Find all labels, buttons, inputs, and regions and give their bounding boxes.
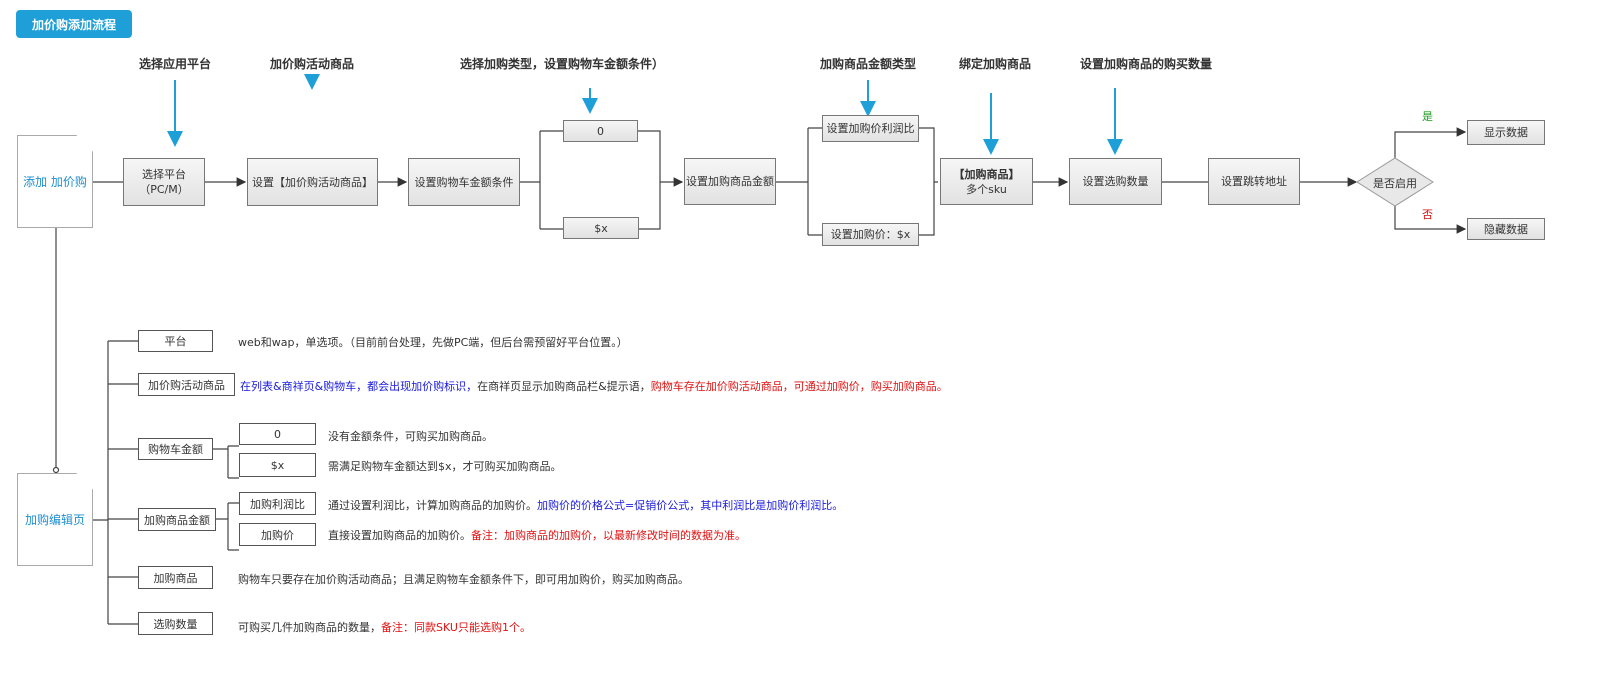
amount-ratio-box: 加购利润比 xyxy=(239,492,316,515)
amount-price-box: 加购价 xyxy=(239,523,316,546)
label-bind-goods: 绑定加购商品 xyxy=(958,57,1032,71)
hide-data-box: 隐藏数据 xyxy=(1467,218,1545,240)
decision-diamond xyxy=(1356,157,1434,207)
box-line: （PC/M） xyxy=(139,183,189,196)
desc-plain: 直接设置加购商品的加购价。 xyxy=(328,529,471,542)
start-document: 添加 加价购 xyxy=(17,135,93,228)
cond-zero-box: 0 xyxy=(563,120,638,142)
edit-goods-box: 加购商品 xyxy=(138,566,213,589)
select-platform-box: 选择平台 （PC/M） xyxy=(123,158,205,206)
desc-red: 购物车存在加价购活动商品，可通过加购价，购买加购商品。 xyxy=(650,380,948,393)
flow-title-button[interactable]: 加价购添加流程 xyxy=(16,10,132,38)
desc-red: 备注：加购商品的加购价，以最新修改时间的数据为准。 xyxy=(471,529,746,542)
box-line: 多个sku xyxy=(966,182,1007,196)
no-label: 否 xyxy=(1422,208,1433,221)
label-quantity: 设置加购商品的购买数量 xyxy=(1079,57,1213,71)
amount-ratio-desc: 通过设置利润比，计算加购商品的加购价。加购价的价格公式=促销价公式，其中利润比是… xyxy=(328,499,853,513)
set-amount-box: 设置加购商品金额 xyxy=(684,158,776,205)
edit-page-document: 加购编辑页 xyxy=(17,473,93,566)
label-activity-goods: 加价购活动商品 xyxy=(269,57,355,71)
desc-plain: 通过设置利润比，计算加购商品的加购价。 xyxy=(328,499,537,512)
set-quantity-box: 设置选购数量 xyxy=(1069,158,1162,205)
edit-cart-box: 购物车金额 xyxy=(138,438,213,460)
desc-blue: 在列表&商祥页&购物车，都会出现加价购标识， xyxy=(240,380,478,393)
edit-activity-box: 加价购活动商品 xyxy=(138,373,235,396)
price-x-box: 设置加购价：$x xyxy=(822,223,919,246)
cart-x-box: $x xyxy=(239,453,316,477)
box-line: 选择平台 xyxy=(142,168,186,181)
edit-activity-desc: 在列表&商祥页&购物车，都会出现加价购标识，在商祥页显示加购商品栏&提示语，购物… xyxy=(240,380,948,394)
label-amount-type: 加购商品金额类型 xyxy=(819,57,917,71)
yes-label: 是 xyxy=(1422,110,1433,123)
edit-amount-box: 加购商品金额 xyxy=(138,508,216,531)
cart-zero-desc: 没有金额条件，可购买加购商品。 xyxy=(328,430,493,443)
edit-platform-desc: web和wap，单选项。（目前前台处理，先做PC端，但后台需预留好平台位置。） xyxy=(238,336,628,349)
desc-plain: 可购买几件加购商品的数量， xyxy=(238,621,381,634)
cart-x-desc: 需满足购物车金额达到$x，才可购买加购商品。 xyxy=(328,460,562,473)
box-line: 【加购商品】 xyxy=(953,167,1020,181)
cart-zero-box: 0 xyxy=(239,423,316,445)
edit-platform-box: 平台 xyxy=(138,330,213,352)
cond-x-box: $x xyxy=(563,217,639,239)
profit-ratio-box: 设置加购价利润比 xyxy=(822,115,919,142)
show-data-box: 显示数据 xyxy=(1467,120,1545,145)
edit-quantity-box: 选购数量 xyxy=(138,612,213,635)
bind-goods-box: 【加购商品】多个sku xyxy=(940,158,1033,205)
amount-price-desc: 直接设置加购商品的加购价。备注：加购商品的加购价，以最新修改时间的数据为准。 xyxy=(328,529,746,543)
desc-red: 备注：同款SKU只能选购1个。 xyxy=(381,621,531,634)
edit-goods-desc: 购物车只要存在加价购活动商品；且满足购物车金额条件下，即可用加购价，购买加购商品… xyxy=(238,573,689,586)
desc-blue: 加购价的价格公式=促销价公式，其中利润比是加购价利润比。 xyxy=(537,499,844,512)
desc-plain: 在商祥页显示加购商品栏&提示语， xyxy=(477,380,651,393)
label-cart-condition: 选择加购类型，设置购物车金额条件） xyxy=(459,57,665,71)
edit-quantity-desc: 可购买几件加购商品的数量，备注：同款SKU只能选购1个。 xyxy=(238,621,531,635)
set-activity-box: 设置【加价购活动商品】 xyxy=(247,158,378,206)
set-redirect-box: 设置跳转地址 xyxy=(1208,158,1300,205)
decision-label: 是否启用 xyxy=(1373,177,1417,190)
set-cart-condition-box: 设置购物车金额条件 xyxy=(408,158,520,206)
label-select-platform: 选择应用平台 xyxy=(138,57,212,71)
